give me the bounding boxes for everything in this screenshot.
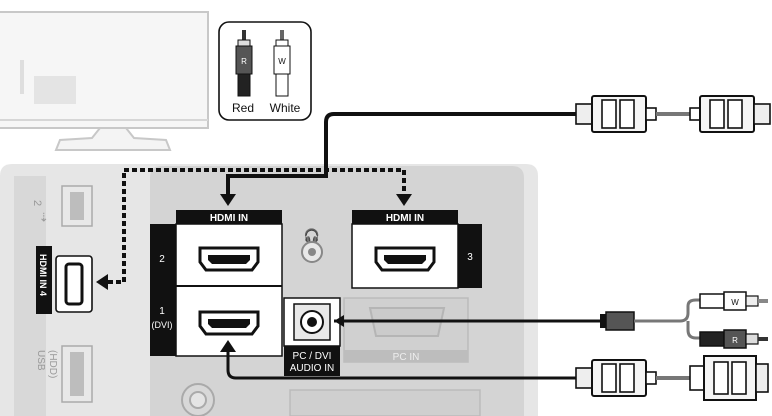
hdmi-cable-dotted <box>96 168 412 290</box>
hdmi-cable-solid <box>220 112 576 206</box>
port3-label: 3 <box>467 252 473 263</box>
port1-sub-label: (DVI) <box>152 320 173 330</box>
usb-top-icon: ⇢ <box>37 212 51 222</box>
red-rca-letter: R <box>732 336 738 345</box>
hdmi-in-right-label: HDMI IN <box>386 213 424 224</box>
pc-dvi-label-1: PC / DVI <box>293 351 332 362</box>
hdmi4-label: HDMI IN 4 <box>38 254 48 296</box>
port2-label: 2 <box>159 254 165 265</box>
white-label: White <box>270 101 301 115</box>
pc-dvi-label-2: AUDIO IN <box>290 363 334 374</box>
rear-panel: 2 ⇢ HDMI IN 4 USB (HDD) HDMI IN 2 1 (DVI… <box>0 164 538 416</box>
hdmi-dvi-plug-icon <box>575 355 769 401</box>
tv-illustration <box>0 11 209 151</box>
usb-hdd-label: (HDD) <box>47 350 58 378</box>
audio-color-legend: R W Red White <box>218 21 312 121</box>
usb-label: USB <box>35 350 46 371</box>
hdmi-plug-icon <box>575 95 771 133</box>
port1-label: 1 <box>159 306 165 317</box>
white-plug-icon <box>273 30 291 97</box>
white-plug-letter: W <box>278 57 286 66</box>
red-label: Red <box>232 101 254 115</box>
audio-cable <box>334 315 600 327</box>
red-plug-letter: R <box>241 57 247 66</box>
hdmi-in-left-label: HDMI IN <box>210 213 248 224</box>
red-plug-icon <box>235 30 253 97</box>
audio-rca-plug-icon: W R <box>600 291 768 349</box>
pc-in-label: PC IN <box>393 352 420 363</box>
dvi-cable <box>220 340 576 380</box>
side-top-label: 2 <box>31 200 43 206</box>
white-rca-letter: W <box>731 298 739 307</box>
headphone-icon: 🎧 <box>304 228 320 243</box>
